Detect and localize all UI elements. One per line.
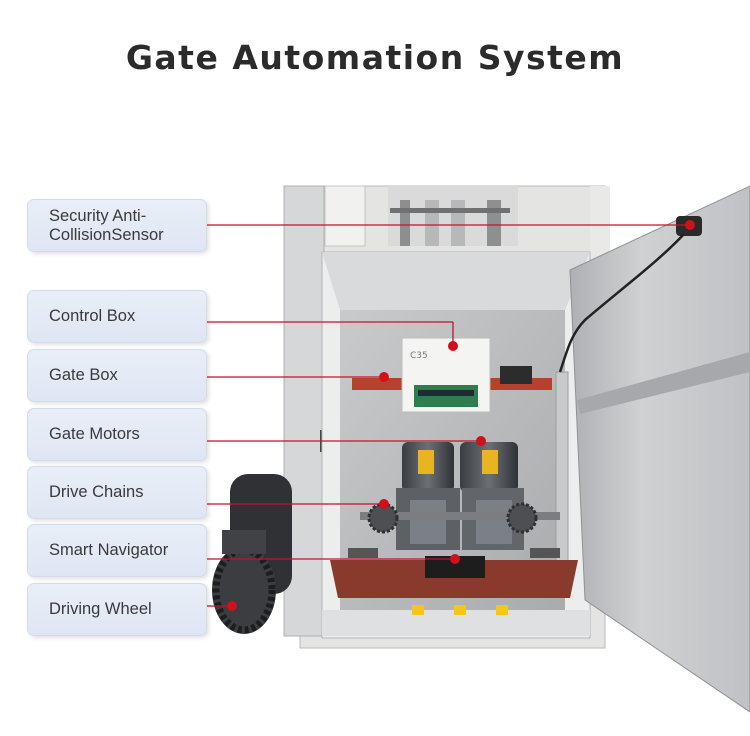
marker-dot-smart-navigator	[450, 554, 460, 564]
page-title: Gate Automation System	[125, 38, 625, 77]
label-line-1: Security Anti-	[49, 206, 147, 225]
marker-dot-sensor	[685, 220, 695, 230]
marker-dot-gate-motors	[476, 436, 486, 446]
label-gate-box: Gate Box	[27, 349, 207, 402]
label-control-box: Control Box	[27, 290, 207, 343]
label-smart-navigator: Smart Navigator	[27, 524, 207, 577]
label-drive-chains: Drive Chains	[27, 466, 207, 519]
label-security-anti-collision-sensor: Security Anti- CollisionSensor	[27, 199, 207, 252]
marker-dot-control-box	[448, 341, 458, 351]
marker-dot-drive-chains	[379, 499, 389, 509]
marker-dot-gate-box	[379, 372, 389, 382]
svg-text:C35: C35	[410, 351, 428, 361]
label-gate-motors: Gate Motors	[27, 408, 207, 461]
label-line-2: CollisionSensor	[49, 225, 164, 244]
marker-dot-driving-wheel	[227, 601, 237, 611]
label-driving-wheel: Driving Wheel	[27, 583, 207, 636]
